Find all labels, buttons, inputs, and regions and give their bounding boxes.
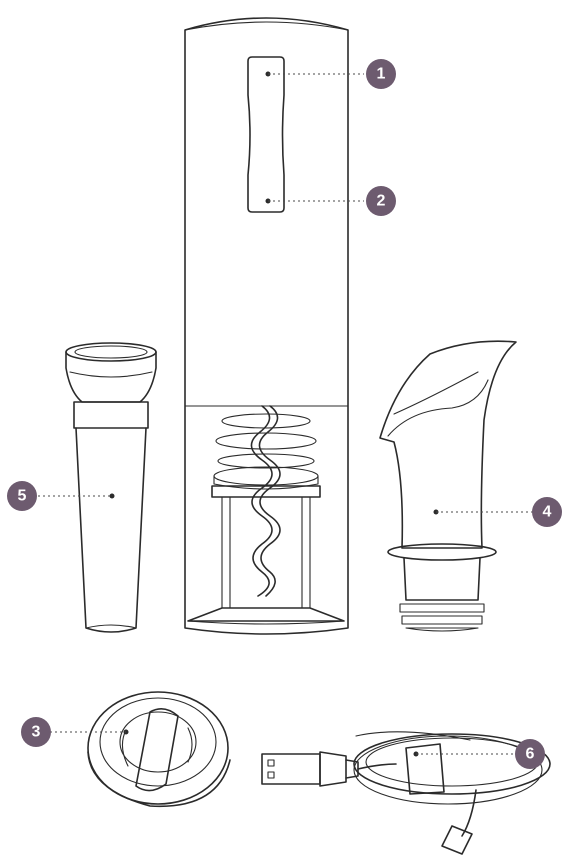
callout-badge-1: 1 [366, 59, 396, 89]
callout-badge-5: 5 [7, 481, 37, 511]
callout-label-3: 3 [32, 724, 41, 741]
callout-label-2: 2 [377, 193, 386, 210]
callout-label-5: 5 [18, 488, 27, 505]
callout-label-6: 6 [526, 746, 535, 763]
callout-badge-4: 4 [532, 497, 562, 527]
usb-cable-icon [262, 732, 550, 854]
leader-lines [38, 72, 535, 757]
callout-badge-2: 2 [366, 186, 396, 216]
foil-cutter-icon [88, 692, 230, 806]
operation-button-icon [248, 57, 284, 212]
callout-badge-3: 3 [21, 717, 51, 747]
wine-stopper-icon [66, 343, 156, 632]
callout-label-1: 1 [377, 66, 386, 83]
wine-pourer-icon [380, 341, 516, 631]
callout-label-4: 4 [543, 504, 552, 521]
corkscrew-body-icon [185, 18, 348, 634]
callout-badge-6: 6 [515, 739, 545, 769]
